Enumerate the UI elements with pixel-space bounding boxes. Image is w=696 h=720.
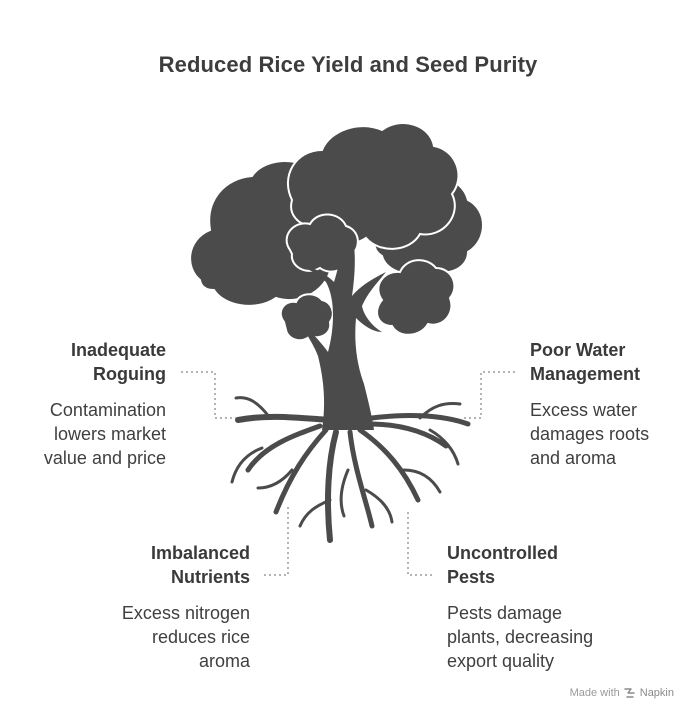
factor-poor-water-management: Poor Water Management Excess water damag…: [530, 338, 649, 470]
made-with-label: Made with: [569, 687, 620, 699]
factor-description: Pests damage plants, decreasing export q…: [447, 603, 594, 671]
connector-lines: [181, 371, 515, 576]
connector-pests: [407, 510, 432, 576]
factor-description: Excess nitrogen reduces rice aroma: [121, 603, 250, 671]
factor-description: Excess water damages roots and aroma: [530, 400, 650, 468]
napkin-brand-label: Napkin: [639, 687, 674, 699]
made-with-napkin-footer[interactable]: Made with Napkin: [570, 687, 674, 699]
napkin-logo-icon: [624, 688, 635, 698]
connector-nutrients: [264, 506, 289, 576]
tree-canopy: [189, 122, 484, 342]
connector-water: [462, 371, 515, 419]
tree-roots: [230, 396, 471, 543]
connector-roguing: [181, 371, 236, 419]
canopy-small-right: [376, 259, 456, 336]
factor-description: Contamination lowers market value and pr…: [43, 400, 166, 468]
factor-heading: Uncontrolled Pests: [447, 543, 558, 587]
factor-uncontrolled-pests: Uncontrolled Pests Pests damage plants, …: [447, 541, 593, 673]
factor-heading: Inadequate Roguing: [70, 340, 166, 384]
canopy-small-left: [279, 293, 334, 342]
factor-heading: Poor Water Management: [530, 340, 641, 384]
tree-trunk: [298, 241, 386, 430]
factor-heading: Imbalanced Nutrients: [150, 543, 250, 587]
factor-inadequate-roguing: Inadequate Roguing Contamination lowers …: [44, 338, 166, 470]
factor-imbalanced-nutrients: Imbalanced Nutrients Excess nitrogen red…: [122, 541, 250, 673]
page-title: Reduced Rice Yield and Seed Purity: [158, 52, 538, 77]
